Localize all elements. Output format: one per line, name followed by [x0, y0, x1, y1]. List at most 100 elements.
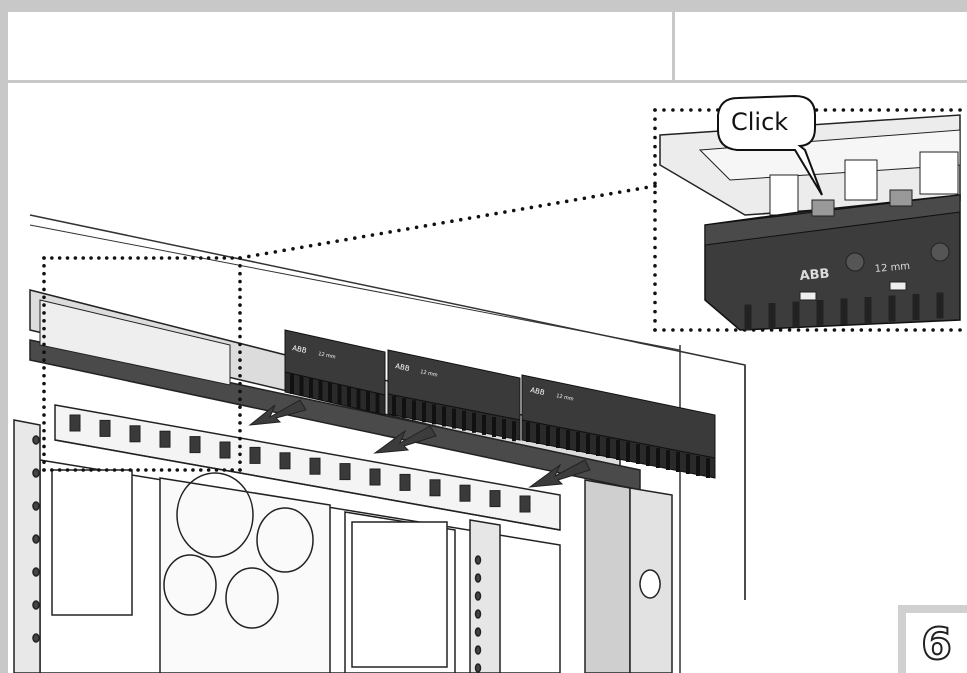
dot: [450, 219, 454, 224]
dot: [238, 256, 242, 260]
dot: [653, 154, 657, 158]
dot: [238, 287, 242, 292]
terminal-pin: [706, 458, 710, 478]
dot: [503, 210, 507, 214]
profile-hole: [474, 591, 482, 601]
dot: [958, 108, 962, 112]
dot: [42, 389, 46, 394]
profile-hole: [32, 501, 40, 511]
dot: [379, 231, 384, 236]
dot: [913, 328, 917, 332]
detail-size-label: 12 mm: [874, 261, 910, 275]
dot: [238, 366, 242, 370]
dot: [42, 350, 46, 355]
dot: [42, 366, 46, 370]
dot: [65, 256, 70, 260]
block-size-label: 12 mm: [556, 393, 575, 403]
dot: [940, 108, 944, 112]
dot: [556, 201, 560, 205]
dot: [904, 108, 908, 112]
screw-head: [845, 252, 865, 272]
dot: [859, 328, 864, 332]
dot: [238, 381, 242, 386]
dot: [733, 328, 738, 332]
dot: [958, 328, 962, 332]
terminal-pin: [546, 426, 550, 446]
terminal-pin: [840, 298, 848, 325]
dot: [238, 428, 242, 433]
dot: [42, 421, 46, 425]
step-number: 6: [920, 618, 953, 671]
duct-tooth: [159, 430, 171, 448]
dot: [57, 256, 62, 260]
dot: [689, 328, 693, 332]
dot: [159, 256, 164, 260]
dot: [626, 188, 631, 193]
dot: [300, 245, 304, 250]
dot: [206, 256, 211, 260]
dot: [868, 108, 873, 112]
dot: [832, 108, 837, 112]
dot: [238, 436, 242, 441]
dot: [214, 468, 219, 472]
duct-tooth: [219, 441, 231, 459]
dot: [414, 225, 419, 230]
block-brand-label: ABB: [292, 344, 308, 355]
dot: [877, 328, 882, 332]
dot: [151, 468, 156, 472]
dot: [144, 468, 148, 472]
terminal-pin: [626, 442, 630, 462]
snap-clip: [889, 189, 913, 207]
dot: [255, 253, 260, 257]
dot: [136, 256, 140, 260]
dot: [494, 211, 498, 216]
profile-hole: [474, 609, 482, 619]
dot: [238, 334, 242, 339]
dot: [42, 428, 46, 433]
dot: [42, 460, 46, 464]
dot: [841, 108, 846, 112]
dot: [582, 196, 587, 201]
dot: [476, 214, 481, 219]
dot: [520, 207, 525, 211]
terminal-pin: [309, 378, 313, 399]
dot: [680, 328, 684, 332]
dot: [73, 256, 78, 260]
dot: [199, 468, 203, 472]
terminal-pin: [526, 422, 530, 442]
step-indicator: 6: [898, 605, 967, 673]
dot: [326, 240, 331, 245]
profile-hole: [474, 573, 482, 583]
terminal-pin: [676, 452, 680, 472]
dot: [273, 250, 278, 254]
dot: [120, 468, 125, 472]
dot: [42, 444, 46, 449]
dot: [42, 373, 46, 378]
terminal-pin: [318, 380, 323, 401]
terminal-pin: [616, 440, 620, 460]
dot: [653, 300, 657, 305]
push-arrow: [528, 459, 591, 488]
dot: [653, 328, 657, 332]
terminal-pin: [356, 388, 361, 409]
terminal-pin: [442, 406, 446, 427]
profile-hole: [32, 435, 40, 445]
duct-tooth: [189, 436, 201, 454]
terminal-pin: [864, 297, 872, 323]
dot: [949, 108, 953, 112]
dot: [653, 126, 657, 131]
cabinet-panel: [29, 214, 746, 673]
block-brand-label: ABB: [395, 362, 411, 373]
dot: [238, 373, 242, 378]
dot: [42, 326, 46, 331]
dot: [653, 218, 657, 222]
terminal-pin: [375, 392, 380, 413]
dot: [529, 205, 534, 210]
dot: [653, 108, 657, 112]
dot: [895, 328, 900, 332]
dot: [344, 237, 348, 242]
dot: [671, 108, 675, 112]
detail-view: ABB 12 mm: [659, 114, 961, 331]
dot: [931, 328, 935, 332]
profile-hole: [32, 468, 40, 478]
